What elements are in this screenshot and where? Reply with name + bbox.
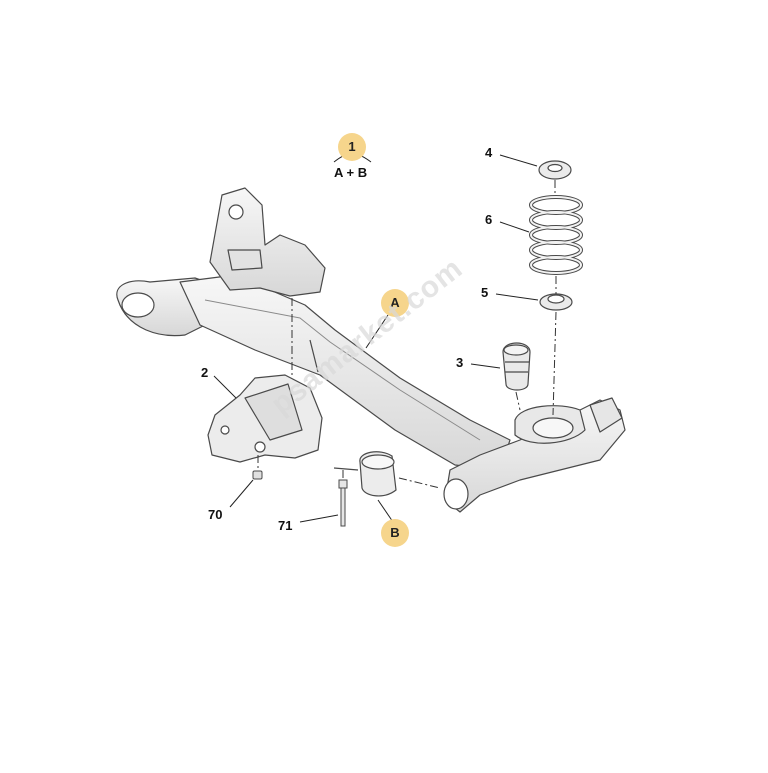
alignment-lines: [257, 180, 557, 489]
callout-3: 3: [456, 355, 464, 370]
callout-2: 2: [201, 365, 209, 380]
part-b-bush: [333, 451, 397, 497]
part-4-upper-seat: [538, 160, 572, 180]
callout-6: 6: [485, 212, 493, 227]
badge-a: A: [381, 289, 409, 317]
part-70-nut: [252, 470, 263, 480]
rear-axle-beam: [116, 187, 626, 513]
badge-b: B: [381, 519, 409, 547]
part-6-coil-spring: [529, 195, 583, 275]
callout-71: 71: [278, 518, 293, 533]
part-3-bump-stop: [502, 342, 531, 391]
part-71-bolt: [338, 479, 348, 527]
callout-70: 70: [208, 507, 223, 522]
assembly-badge: 1: [338, 133, 366, 161]
part-2-bracket: [207, 374, 323, 463]
assembly-label: A + B: [334, 165, 368, 180]
callout-5: 5: [481, 285, 489, 300]
callout-4: 4: [485, 145, 493, 160]
part-5-lower-seat: [539, 293, 573, 311]
